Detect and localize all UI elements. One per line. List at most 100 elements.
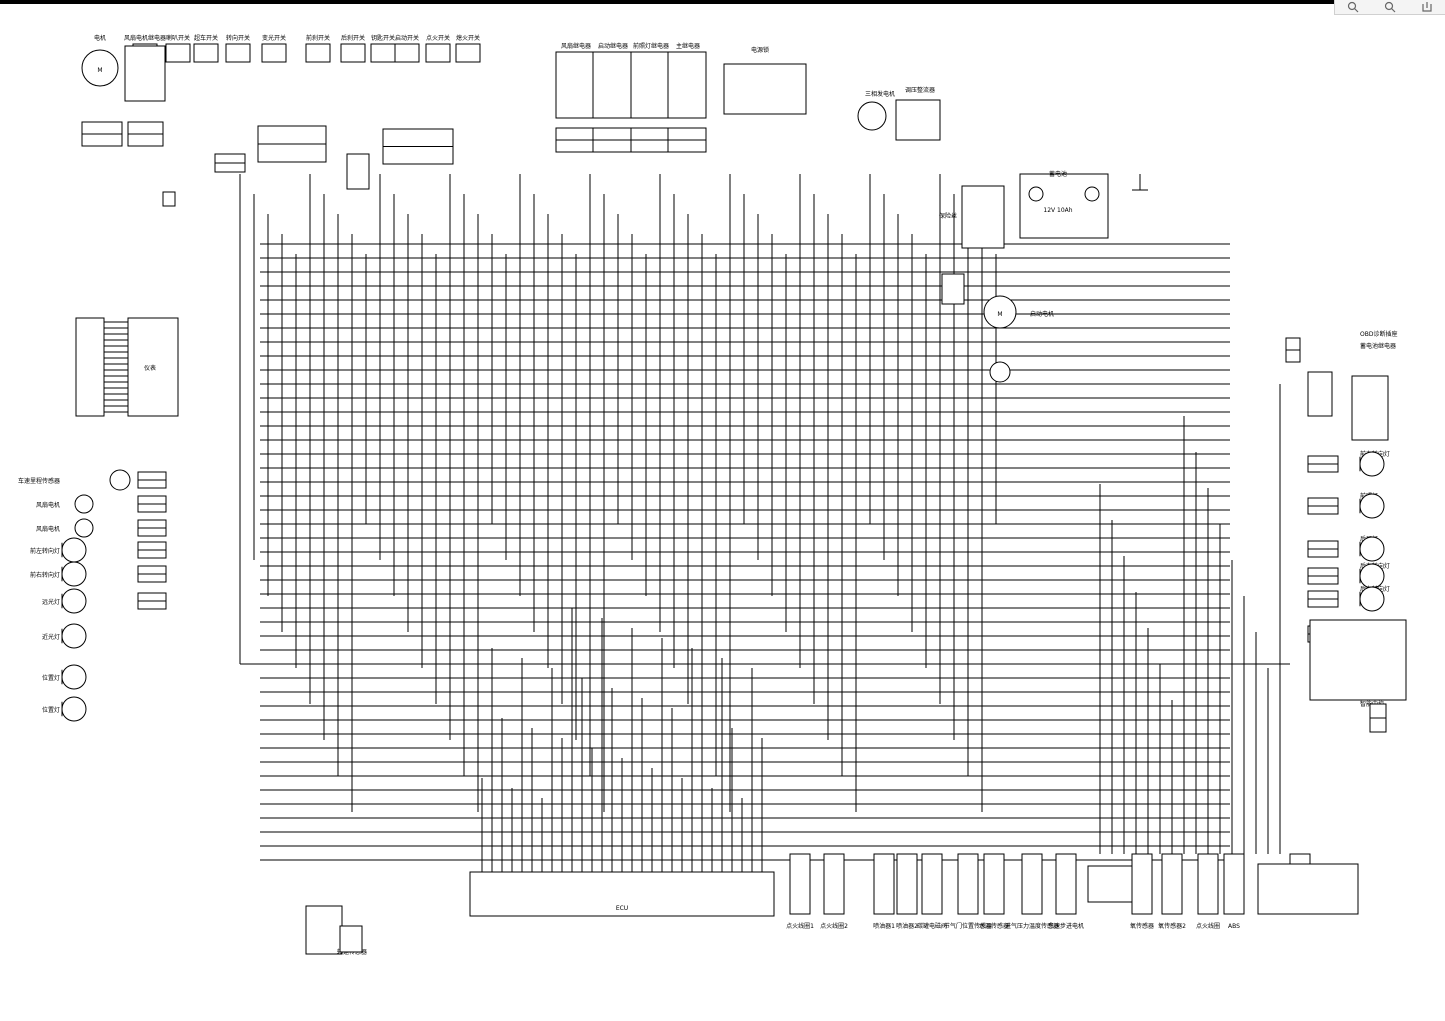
dash-main-block <box>127 317 179 417</box>
center-label-6: 电源锁 <box>751 46 769 54</box>
bottom-label-4: 点火线圈2 <box>820 922 848 930</box>
top-switch-label-0: 电机 <box>94 34 106 42</box>
bottom-label-6: 喷油器2 <box>896 922 918 930</box>
component-layer: 电机M风扇电机继电器喇叭开关超车开关转向开关变光开关前刹开关后刹开关钥匙开关启动… <box>18 34 1407 956</box>
motor-icon-letter: M <box>97 67 102 74</box>
zoom-in-button[interactable] <box>1342 1 1364 13</box>
right-lower-module <box>1309 619 1407 701</box>
relay-label-3: 主继电器 <box>676 42 700 50</box>
left-lamp-icon-4 <box>61 561 87 587</box>
left-lamp-icon-8 <box>61 696 87 722</box>
top-switch-block-5 <box>261 43 287 63</box>
zoom-out-icon <box>1384 1 1396 13</box>
fan-motor-icon-2 <box>74 518 94 538</box>
download-button[interactable] <box>1416 1 1438 13</box>
left-lamp-icon-3 <box>61 537 87 563</box>
bottom-label-9: 水温传感器 <box>979 922 1009 930</box>
top-switch-label-2: 喇叭开关 <box>166 34 190 42</box>
bottom-label-8: 节气门位置传感器 <box>944 922 992 930</box>
speed-sensor-icon <box>109 469 131 491</box>
left-label-3: 风扇电机 <box>36 525 60 533</box>
top-switch-block-2 <box>165 43 191 63</box>
fuel-pump-body <box>305 905 343 955</box>
top-switch-label-10: 点火开关 <box>426 34 450 42</box>
right-lamp-icon-5 <box>1359 563 1385 589</box>
left-label-0: 仪表 <box>144 364 156 372</box>
top-switch-block-9 <box>394 43 420 63</box>
bottom-part-body-13 <box>1161 853 1183 915</box>
bottom-part-body-3 <box>789 853 811 915</box>
fuse-box <box>723 63 807 115</box>
top-switch-label-7: 后刹开关 <box>341 34 365 42</box>
left-label-8: 位置灯 <box>42 674 60 682</box>
top-switch-label-9: 启动开关 <box>395 34 419 42</box>
main-fuse <box>941 273 965 305</box>
bottom-label-12: 氧传感器 <box>1130 922 1154 930</box>
right-label-1: 蓄电池继电器 <box>1360 342 1396 350</box>
center-label-2: 三相发电机 <box>865 90 895 98</box>
top-border <box>0 0 1445 4</box>
bottom-label-10: 进气压力温度传感器 <box>1005 922 1059 930</box>
fan-relay-body <box>124 45 166 102</box>
fan-motor-icon-1 <box>74 494 94 514</box>
top-switch-block-11 <box>455 43 481 63</box>
bottom-label-3: 点火线圈1 <box>786 922 814 930</box>
right-dash-connector <box>1307 371 1333 417</box>
bottom-part-body-5 <box>873 853 895 915</box>
bottom-part-body-9 <box>983 853 1005 915</box>
bottom-label-2: ECU <box>616 905 628 912</box>
top-switch-label-1: 风扇电机继电器 <box>124 34 166 42</box>
top-switch-label-4: 转向开关 <box>226 34 250 42</box>
left-label-2: 风扇电机 <box>36 501 60 509</box>
ground-hub-icon <box>989 361 1011 383</box>
top-switch-block-4 <box>225 43 251 63</box>
right-lamp-icon-2 <box>1359 451 1385 477</box>
abs-body <box>1257 863 1359 915</box>
top-switch-block-8 <box>370 43 396 63</box>
center-label-5: 保险丝 <box>939 212 957 220</box>
bottom-part-body-7 <box>921 853 943 915</box>
top-switch-block-10 <box>425 43 451 63</box>
wire-layer <box>104 174 1290 872</box>
bottom-part-body-15 <box>1223 853 1245 915</box>
left-lamp-icon-6 <box>61 623 87 649</box>
zoom-in-icon <box>1348 1 1359 13</box>
battery-body <box>1019 173 1109 239</box>
top-switch-label-8: 钥匙开关 <box>371 34 395 42</box>
wiring-diagram: 电机M风扇电机继电器喇叭开关超车开关转向开关变光开关前刹开关后刹开关钥匙开关启动… <box>18 34 1407 956</box>
right-label-0: OBD诊断插座 <box>1360 330 1397 338</box>
regulator-body <box>895 99 941 141</box>
starter-relay <box>961 185 1005 249</box>
relay-label-2: 前照灯继电器 <box>633 42 669 50</box>
right-connector-1 <box>1285 349 1301 363</box>
top-switch-block-6 <box>305 43 331 63</box>
bottom-part-body-4 <box>823 853 845 915</box>
bottom-label-5: 喷油器1 <box>873 922 895 930</box>
starter-motor-letter: M <box>997 311 1002 318</box>
right-lamp-icon-6 <box>1359 586 1385 612</box>
relay-body-3 <box>667 51 707 119</box>
relay-label-1: 启动继电器 <box>598 42 628 50</box>
center-label-4: 12V 10Ah <box>1043 207 1072 214</box>
bottom-part-body-8 <box>957 853 979 915</box>
top-switch-label-11: 熄火开关 <box>456 34 480 42</box>
center-label-0: 启动电机 <box>1030 310 1054 318</box>
top-switch-label-3: 超车开关 <box>194 34 218 42</box>
viewer-toolbar <box>1334 0 1445 15</box>
zoom-out-button[interactable] <box>1379 1 1401 13</box>
flasher-relay <box>346 153 370 190</box>
download-icon <box>1422 2 1432 12</box>
alternator-icon <box>857 101 887 131</box>
ecu-body <box>469 871 775 917</box>
left-label-4: 前左转向灯 <box>30 547 60 555</box>
bottom-label-13: 氧传感器2 <box>1158 922 1186 930</box>
top-switch-block-7 <box>340 43 366 63</box>
bottom-label-14: 点火线圈 <box>1196 922 1220 930</box>
right-lamp-icon-3 <box>1359 493 1385 519</box>
left-label-9: 位置灯 <box>42 706 60 714</box>
top-switch-label-5: 变光开关 <box>262 34 286 42</box>
bottom-part-body-6 <box>896 853 918 915</box>
bottom-part-body-14 <box>1197 853 1219 915</box>
motor-icon <box>81 49 119 87</box>
center-label-3: 蓄电池 <box>1049 170 1067 178</box>
